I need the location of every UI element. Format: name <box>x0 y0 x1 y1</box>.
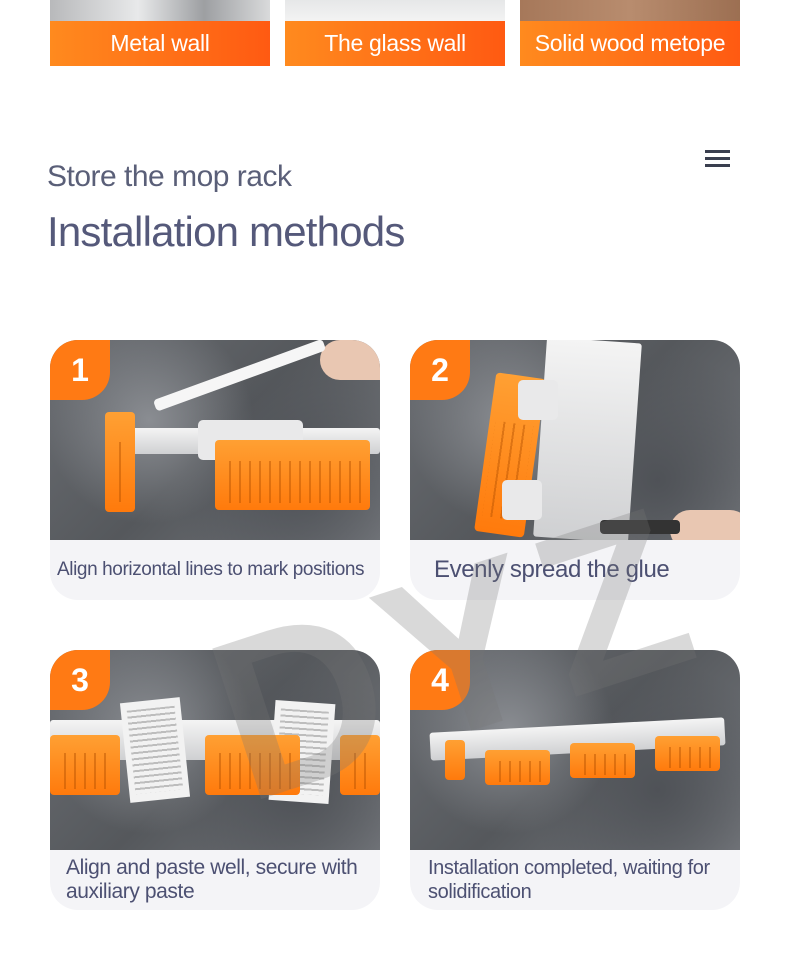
hook-clip <box>445 740 465 780</box>
mop-holder <box>502 480 542 520</box>
orange-clip <box>205 735 300 795</box>
section-title: Installation methods <box>47 208 405 255</box>
hand <box>670 510 740 540</box>
marker-pen <box>152 340 327 412</box>
step-card-4: 4 Installation completed, waiting for so… <box>410 650 740 910</box>
step-caption: Evenly spread the glue <box>434 556 670 583</box>
step-card-1: 1 Align horizontal lines to mark positio… <box>50 340 380 600</box>
wall-type-metal: Metal wall <box>50 0 270 66</box>
step-number-badge: 3 <box>50 650 110 710</box>
orange-clip <box>570 743 635 778</box>
hook-clip <box>105 412 135 512</box>
section-subtitle: Store the mop rack <box>47 160 292 193</box>
step-caption: Align horizontal lines to mark positions <box>57 559 365 580</box>
orange-clip <box>215 440 370 510</box>
wall-type-glass: The glass wall <box>285 0 505 66</box>
auxiliary-paste <box>119 697 191 803</box>
step-1-photo <box>50 340 380 540</box>
metal-wall-photo <box>50 0 270 21</box>
wood-wall-photo <box>520 0 740 21</box>
wall-type-strip: Metal wall The glass wall Solid wood met… <box>50 0 740 66</box>
step-caption: Installation completed, waiting for soli… <box>428 857 710 903</box>
step-number-badge: 4 <box>410 650 470 710</box>
step-number-badge: 2 <box>410 340 470 400</box>
glass-wall-photo <box>285 0 505 21</box>
wall-type-wood: Solid wood metope <box>520 0 740 66</box>
mop-holder <box>518 380 558 420</box>
orange-clip <box>655 736 720 771</box>
rack-rail <box>533 340 642 540</box>
wall-type-label: Solid wood metope <box>520 21 740 66</box>
orange-clip <box>340 735 380 795</box>
orange-clip <box>50 735 120 795</box>
hand <box>320 340 380 380</box>
glue-tube <box>600 520 680 534</box>
step-caption: Align and paste well, secure with auxili… <box>66 856 358 903</box>
hamburger-menu-icon[interactable] <box>705 150 730 168</box>
wall-type-label: The glass wall <box>285 21 505 66</box>
wall-type-label: Metal wall <box>50 21 270 66</box>
step-card-3: 3 Align and paste well, secure with auxi… <box>50 650 380 910</box>
orange-clip <box>485 750 550 785</box>
step-card-2: 2 Evenly spread the glue <box>410 340 740 600</box>
step-number-badge: 1 <box>50 340 110 400</box>
